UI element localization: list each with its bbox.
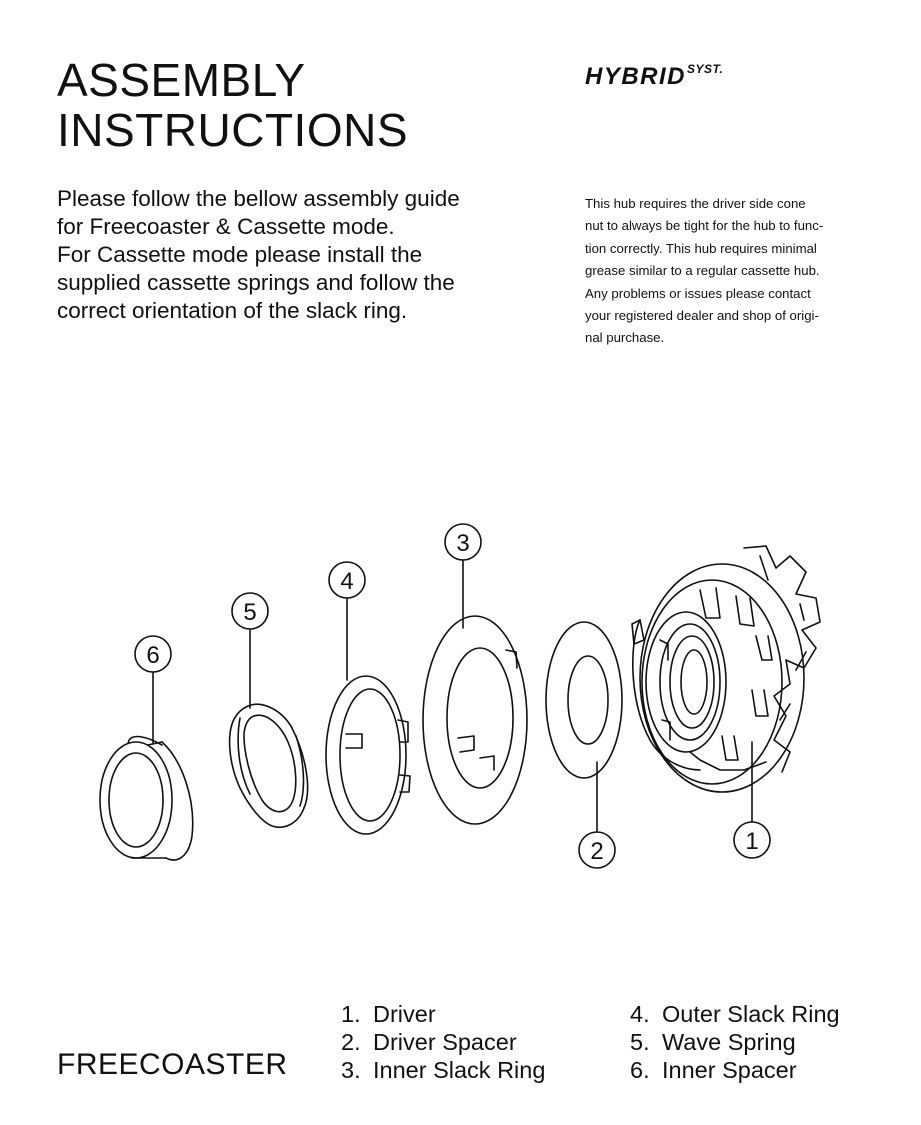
parts-list-item: 5. Wave Spring (630, 1028, 840, 1056)
intro-line: correct orientation of the slack ring. (57, 298, 408, 323)
part-name: Driver (373, 1001, 436, 1027)
callout-label-6: 6 (146, 642, 159, 669)
parts-list-item: 2. Driver Spacer (341, 1028, 545, 1056)
driver-spacer-part (545, 621, 623, 779)
part-number: 3. (341, 1057, 361, 1083)
intro-line: for Freecoaster & Cassette mode. (57, 214, 395, 239)
exploded-assembly-diagram: 6 5 4 3 2 1 (99, 523, 821, 869)
parts-list-item: 6. Inner Spacer (630, 1056, 840, 1084)
callout-label-4: 4 (340, 568, 353, 595)
part-number: 6. (630, 1057, 650, 1083)
mode-label: FREECOASTER (57, 1048, 288, 1081)
parts-list-item: 1. Driver (341, 1000, 545, 1028)
note-line: nut to always be tight for the hub to fu… (585, 218, 824, 234)
page-title: ASSEMBLY INSTRUCTIONS (57, 55, 408, 155)
note-line: grease similar to a regular cassette hub… (585, 263, 820, 279)
callout-circle-3 (444, 523, 482, 561)
driver-part (631, 545, 821, 793)
parts-list-item: 4. Outer Slack Ring (630, 1000, 840, 1028)
note-line: your registered dealer and shop of origi… (585, 308, 819, 324)
intro-line: supplied cassette springs and follow the (57, 270, 455, 295)
part-number: 1. (341, 1001, 361, 1027)
callout-circle-6 (134, 635, 172, 673)
note-line: nal purchase. (585, 330, 665, 346)
part-name: Inner Slack Ring (373, 1057, 546, 1083)
brand-logo: HYBRIDSYST. (585, 62, 723, 91)
callout-label-3: 3 (456, 530, 469, 557)
callout-label-5: 5 (243, 599, 256, 626)
callout-circle-5 (231, 592, 269, 630)
callout-circle-2 (578, 831, 616, 869)
intro-line: For Cassette mode please install the (57, 242, 423, 267)
part-name: Wave Spring (662, 1029, 796, 1055)
callout-circle-4 (328, 561, 366, 599)
part-name: Outer Slack Ring (662, 1001, 840, 1027)
title-line-2: INSTRUCTIONS (57, 104, 408, 156)
inner-slack-ring-part (422, 615, 528, 825)
intro-paragraph: Please follow the bellow assembly guide … (57, 185, 557, 325)
note-line: tion correctly. This hub requires minima… (585, 240, 817, 256)
title-line-1: ASSEMBLY (57, 54, 306, 106)
wave-spring-part (228, 703, 309, 828)
brand-name: HYBRID (585, 63, 687, 90)
part-number: 2. (341, 1029, 361, 1055)
note-line: Any problems or issues please contact (585, 285, 811, 301)
part-number: 5. (630, 1029, 650, 1055)
callout-label-2: 2 (590, 838, 603, 865)
callout-circle-1 (733, 821, 771, 859)
parts-list-item: 3. Inner Slack Ring (341, 1056, 545, 1084)
part-name: Inner Spacer (662, 1057, 797, 1083)
callout-label-1: 1 (745, 828, 758, 855)
outer-slack-ring-part (325, 675, 411, 835)
note-line: This hub requires the driver side cone (585, 196, 806, 211)
brand-superscript: SYST. (687, 62, 724, 76)
parts-list-right: 4. Outer Slack Ring 5. Wave Spring 6. Inner… (630, 1000, 840, 1084)
parts-list-left: 1. Driver 2. Driver Spacer 3. Inner Slack R… (341, 1000, 545, 1084)
part-name: Driver Spacer (373, 1029, 517, 1055)
intro-line: Please follow the bellow assembly guide (57, 186, 460, 211)
part-number: 4. (630, 1001, 650, 1027)
maintenance-note: This hub requires the driver side cone n… (585, 193, 875, 350)
inner-spacer-part (99, 735, 194, 861)
